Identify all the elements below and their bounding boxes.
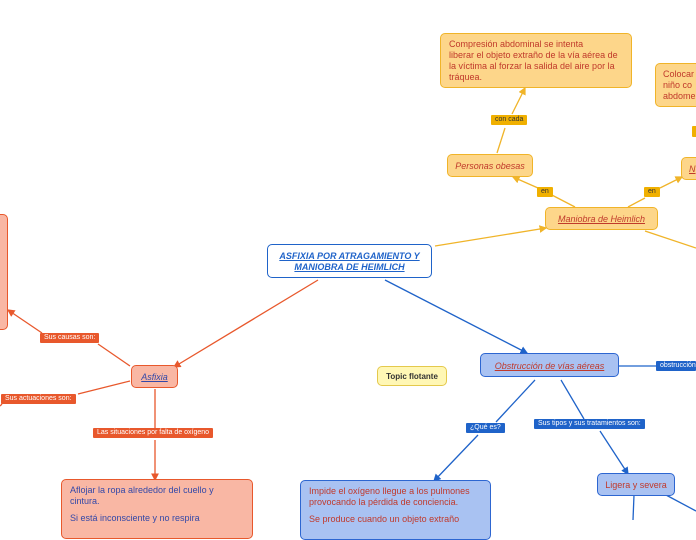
central-topic[interactable]: ASFIXIA POR ATRAGAMIENTO Y MANIOBRA DE H… (267, 244, 432, 278)
topic-impide-oxigeno[interactable]: Impide el oxígeno llegue a los pulmones … (300, 480, 491, 540)
label-que-es[interactable]: ¿Qué es? (466, 423, 505, 433)
edge-asfixia-actuaciones (77, 380, 131, 395)
edge-ligera-right (665, 494, 696, 512)
topic-colocar-nino[interactable]: Colocar niño co abdome (655, 63, 696, 107)
topic-aflojar-ropa[interactable]: Aflojar la ropa alrededor del cuello y c… (61, 479, 253, 539)
label-en-left[interactable]: en (537, 187, 553, 197)
edge-obstruccion-quees (495, 379, 536, 423)
edge-heimlich-en-right (627, 197, 646, 208)
floating-topic[interactable]: Topic flotante (377, 366, 447, 386)
label-obstruccion[interactable]: obstrucción (656, 361, 696, 371)
edge-obstruccion-tipos (560, 379, 585, 420)
topic-heimlich[interactable]: Maniobra de Heimlich (545, 207, 658, 230)
edge-obesas-concada (496, 127, 506, 154)
edge-asfixia-causas (97, 343, 131, 367)
label-sus-causas[interactable]: Sus causas son: (40, 333, 100, 343)
edge-en-ninos (659, 176, 684, 189)
impide-text: Impide el oxígeno llegue a los pulmones … (309, 486, 470, 507)
edge-tipos-ligera (599, 430, 629, 476)
label-situaciones[interactable]: Las situaciones por falta de oxígeno (93, 428, 214, 438)
topic-obstruccion[interactable]: Obstrucción de vías aéreas (480, 353, 619, 377)
label-tipos-tratamientos[interactable]: Sus tipos y sus tratamientos son: (534, 419, 645, 429)
edge-heimlich-right (644, 230, 696, 249)
topic-asfixia[interactable]: Asfixia (131, 365, 178, 388)
edge-en-obesas (511, 176, 539, 189)
edge-main-heimlich (434, 225, 548, 247)
aflojar-text: Aflojar la ropa alrededor del cuello y c… (70, 485, 214, 506)
edge-quees-impide (433, 434, 479, 482)
label-en-right[interactable]: en (644, 187, 660, 197)
edge-causas-left (6, 309, 43, 334)
label-sus-actuaciones[interactable]: Sus actuaciones son: (1, 394, 76, 404)
partial-orange-tag (692, 126, 696, 137)
aflojar-more-text: Si está inconsciente y no respira (70, 513, 200, 523)
topic-heimlich-label: Maniobra de Heimlich (557, 214, 646, 224)
edge-ligera-down (632, 494, 635, 520)
label-con-cada[interactable]: con cada (491, 115, 528, 125)
edge-main-asfixia (172, 279, 319, 368)
topic-personas-obesas[interactable]: Personas obesas (447, 154, 533, 177)
impide-more-text: Se produce cuando un objeto extraño (309, 514, 460, 524)
topic-ninos[interactable]: N (681, 157, 696, 180)
topic-compresion-abdominal[interactable]: Compresión abdominal se intenta liberar … (440, 33, 632, 88)
topic-left-partial[interactable] (0, 214, 8, 330)
connector-lines (0, 86, 696, 520)
edge-main-obstruccion (384, 279, 529, 354)
edge-actuaciones-left (0, 403, 3, 407)
edge-concada-compresion (511, 86, 526, 115)
topic-ligera-severa[interactable]: Ligera y severa (597, 473, 675, 496)
